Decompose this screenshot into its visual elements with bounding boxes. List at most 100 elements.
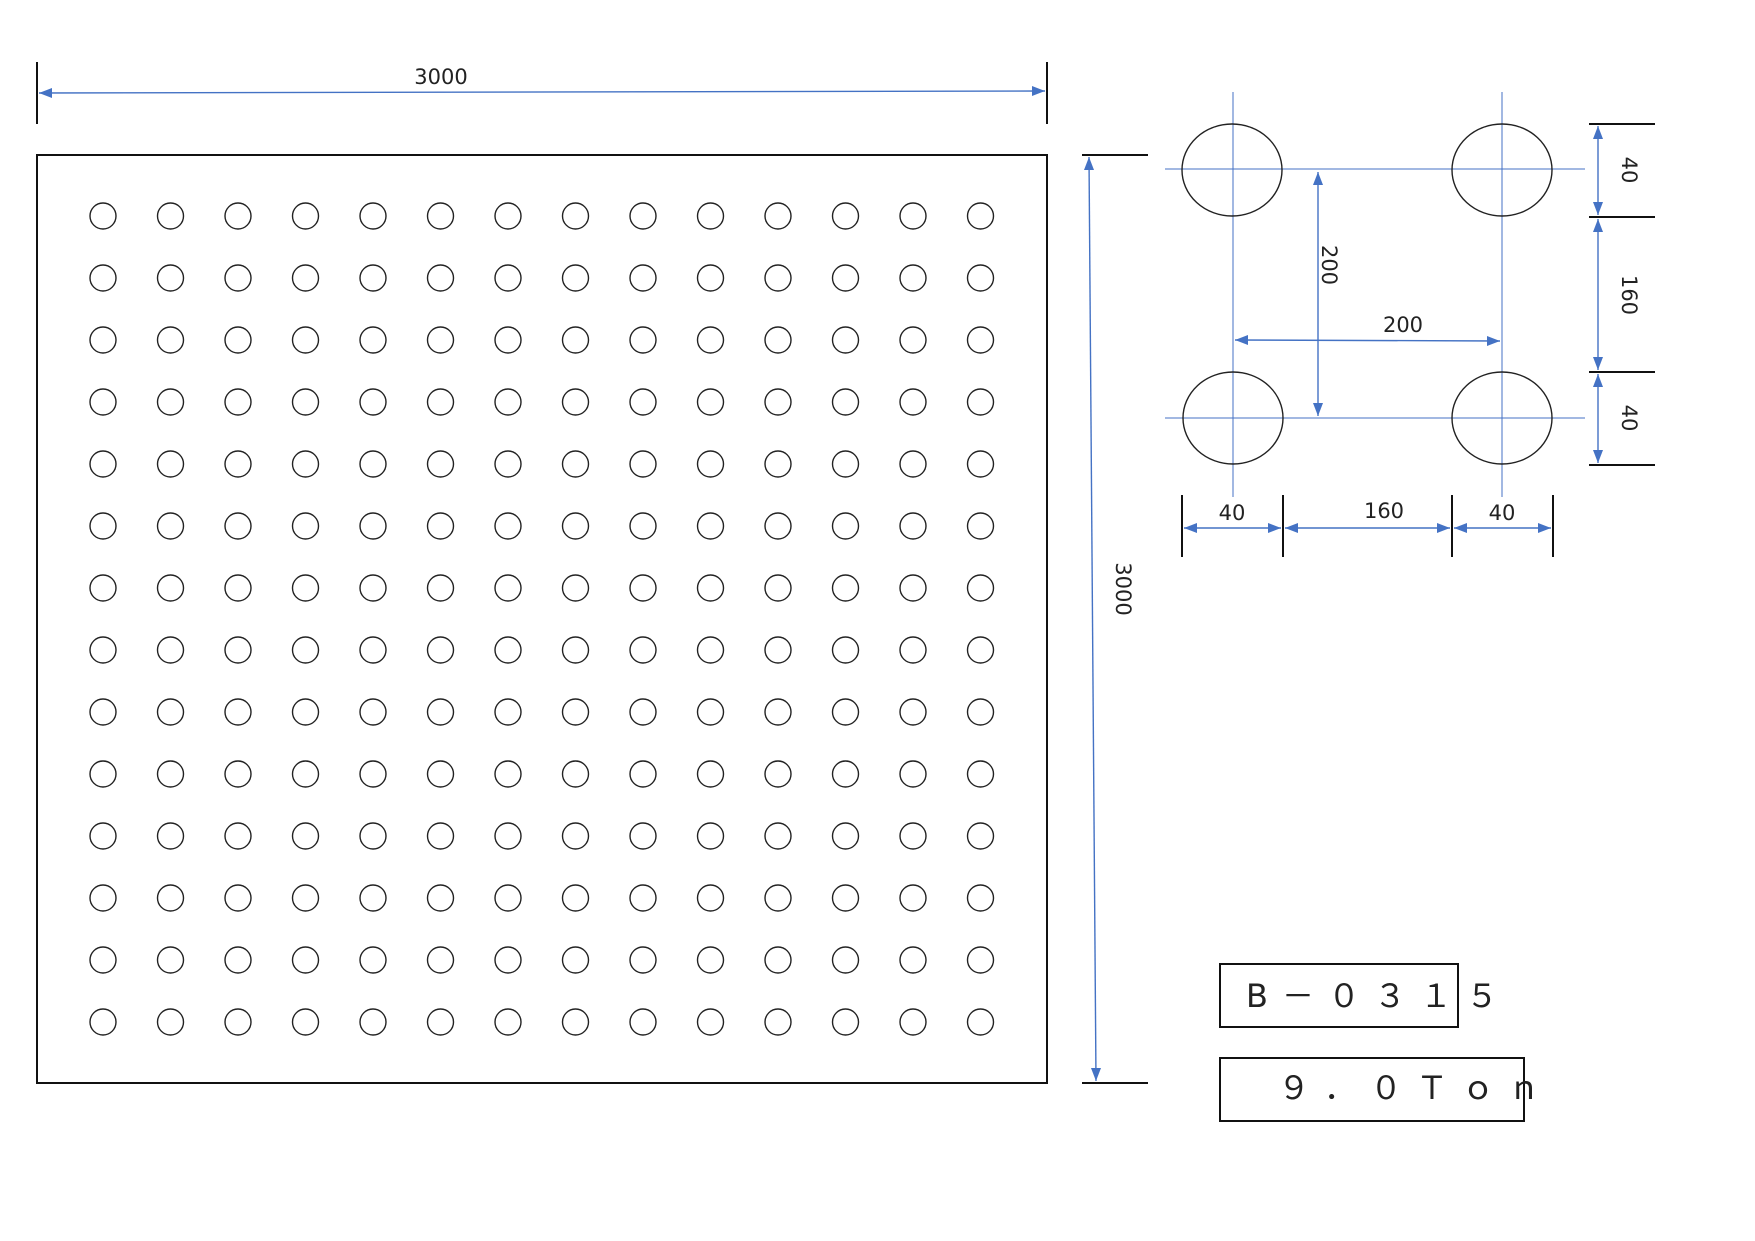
plate-hole — [629, 760, 657, 788]
plate-hole — [224, 388, 252, 416]
plate-hole — [224, 884, 252, 912]
plate-hole — [899, 388, 927, 416]
plate-hole — [764, 202, 792, 230]
plate-hole — [966, 512, 995, 540]
plate-hole — [291, 326, 320, 354]
plate-hole — [359, 450, 387, 478]
plate-hole — [89, 574, 117, 602]
plate-hole — [629, 698, 657, 726]
plate-hole — [831, 326, 860, 354]
plate-hole — [494, 450, 522, 478]
pitch-v-arrow-bottom — [1313, 403, 1323, 416]
plate-hole — [494, 388, 522, 416]
plate-hole — [89, 822, 117, 850]
width-label: 3000 — [414, 65, 467, 89]
plate-hole — [831, 1008, 860, 1036]
plate-hole — [494, 884, 522, 912]
bottom-dim-1-arrow-right — [1268, 523, 1281, 533]
plate-hole — [966, 1008, 995, 1036]
plate-hole — [561, 636, 590, 664]
bottom-dim-2-arrow-left — [1285, 523, 1298, 533]
plate-hole — [494, 822, 522, 850]
plate-hole — [629, 636, 657, 664]
width-dimension: 3000 — [36, 62, 1048, 124]
plate-hole — [89, 698, 117, 726]
plate-hole — [629, 512, 657, 540]
plate-hole — [629, 326, 657, 354]
plate-hole — [629, 450, 657, 478]
plate-hole — [696, 636, 725, 664]
plate-hole — [291, 388, 320, 416]
bottom-dim-2-arrow-right — [1437, 523, 1450, 533]
plate-hole — [764, 574, 792, 602]
height-arrow-top — [1084, 157, 1094, 170]
plate-hole — [89, 636, 117, 664]
plate-hole — [359, 326, 387, 354]
plate-hole — [156, 202, 185, 230]
plate-hole — [899, 512, 927, 540]
plate-hole — [899, 760, 927, 788]
plate-hole — [156, 326, 185, 354]
plate-hole — [494, 636, 522, 664]
height-arrow-bottom — [1091, 1068, 1101, 1081]
plate-hole — [224, 450, 252, 478]
plate-hole — [899, 698, 927, 726]
plate-hole — [899, 1008, 927, 1036]
right-dim-label-3: 40 — [1617, 405, 1641, 432]
plate-hole — [359, 512, 387, 540]
plate-hole — [156, 760, 185, 788]
detail-view: 200 200 40 160 40 40 16 — [1165, 92, 1655, 557]
plate-hole — [426, 512, 455, 540]
plate-hole — [764, 884, 792, 912]
plate-hole — [966, 388, 995, 416]
plate-hole — [966, 636, 995, 664]
plate-hole — [696, 450, 725, 478]
plate-hole — [764, 760, 792, 788]
plate-hole — [831, 636, 860, 664]
plate-hole — [291, 822, 320, 850]
plate-hole — [426, 822, 455, 850]
plate-hole — [291, 574, 320, 602]
plate-hole — [764, 822, 792, 850]
plate-hole — [156, 822, 185, 850]
bottom-dim-3-arrow-right — [1538, 523, 1551, 533]
plate-hole — [561, 822, 590, 850]
pitch-h-label: 200 — [1383, 313, 1423, 337]
plate-hole — [561, 450, 590, 478]
plate-hole — [561, 202, 590, 230]
plate-hole — [696, 822, 725, 850]
plate-hole — [291, 760, 320, 788]
plate-hole — [764, 698, 792, 726]
plate-hole — [966, 574, 995, 602]
plate-hole — [359, 388, 387, 416]
plate-hole — [359, 1008, 387, 1036]
plate-hole — [494, 1008, 522, 1036]
plate-hole — [156, 388, 185, 416]
plate-hole — [629, 574, 657, 602]
plate-hole — [831, 822, 860, 850]
plate-hole — [426, 388, 455, 416]
plate-hole — [561, 946, 590, 974]
plate-hole — [156, 512, 185, 540]
plate-hole — [494, 698, 522, 726]
detail-hole-top-left — [1181, 123, 1283, 217]
plate-hole — [696, 326, 725, 354]
detail-hole-top-right — [1451, 123, 1553, 217]
plate-hole — [696, 264, 725, 292]
hole-grid — [89, 202, 995, 1036]
plate-hole — [291, 946, 320, 974]
plate-hole — [696, 388, 725, 416]
plate-hole — [899, 264, 927, 292]
right-dim-2-arrow-bottom — [1593, 357, 1603, 370]
height-dim-line — [1088, 156, 1097, 1082]
plate-hole — [291, 202, 320, 230]
plate-hole — [899, 450, 927, 478]
plate-hole — [764, 946, 792, 974]
plate-hole — [494, 202, 522, 230]
width-dim-line — [38, 90, 1046, 94]
plate-hole — [561, 1008, 590, 1036]
plate-hole — [291, 698, 320, 726]
plate-hole — [291, 264, 320, 292]
width-arrow-right — [1032, 86, 1045, 96]
plate-hole — [696, 1008, 725, 1036]
